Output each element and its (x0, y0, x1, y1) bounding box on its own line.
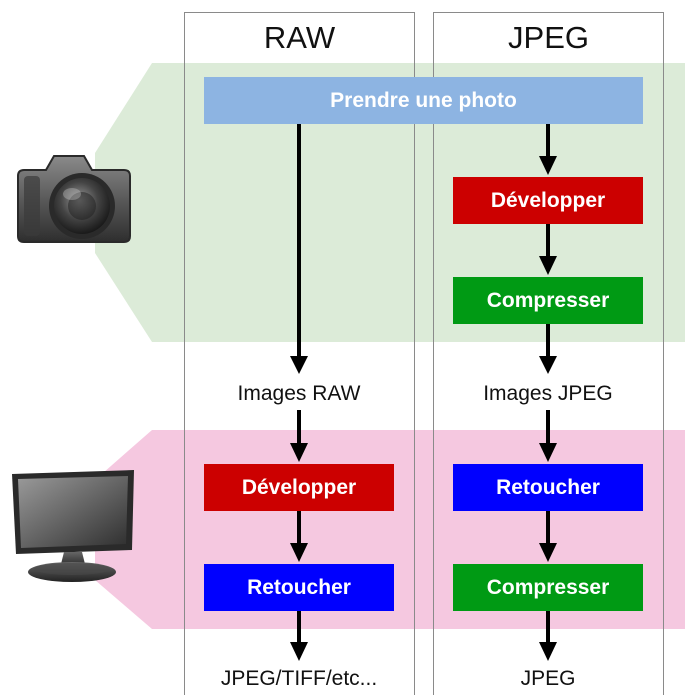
raw-column-right-border (414, 12, 415, 695)
raw-column-top-border (184, 12, 415, 13)
images-jpeg-label: Images JPEG (483, 382, 613, 405)
monitor-icon (12, 470, 134, 582)
camera-icon (17, 155, 131, 243)
jpeg-column-left-border (433, 12, 434, 695)
raw-output-label: JPEG/TIFF/etc... (220, 667, 378, 690)
raw-develop-step: Développer (204, 464, 394, 511)
jpeg-retouch-step: Retoucher (453, 464, 643, 511)
jpeg-compress-2-step: Compresser (453, 564, 643, 611)
jpeg-column-header: JPEG (508, 20, 589, 55)
jpeg-column-right-border (663, 12, 664, 695)
raw-retouch-step: Retoucher (204, 564, 394, 611)
jpeg-compress-step: Compresser (453, 277, 643, 324)
jpeg-output-label: JPEG (520, 667, 576, 690)
jpeg-develop-step: Développer (453, 177, 643, 224)
raw-column-header: RAW (263, 20, 336, 55)
jpeg-column-top-border (433, 12, 664, 13)
raw-column-left-border (184, 12, 185, 695)
take-photo-step: Prendre une photo (204, 77, 643, 124)
images-raw-label: Images RAW (237, 382, 361, 405)
